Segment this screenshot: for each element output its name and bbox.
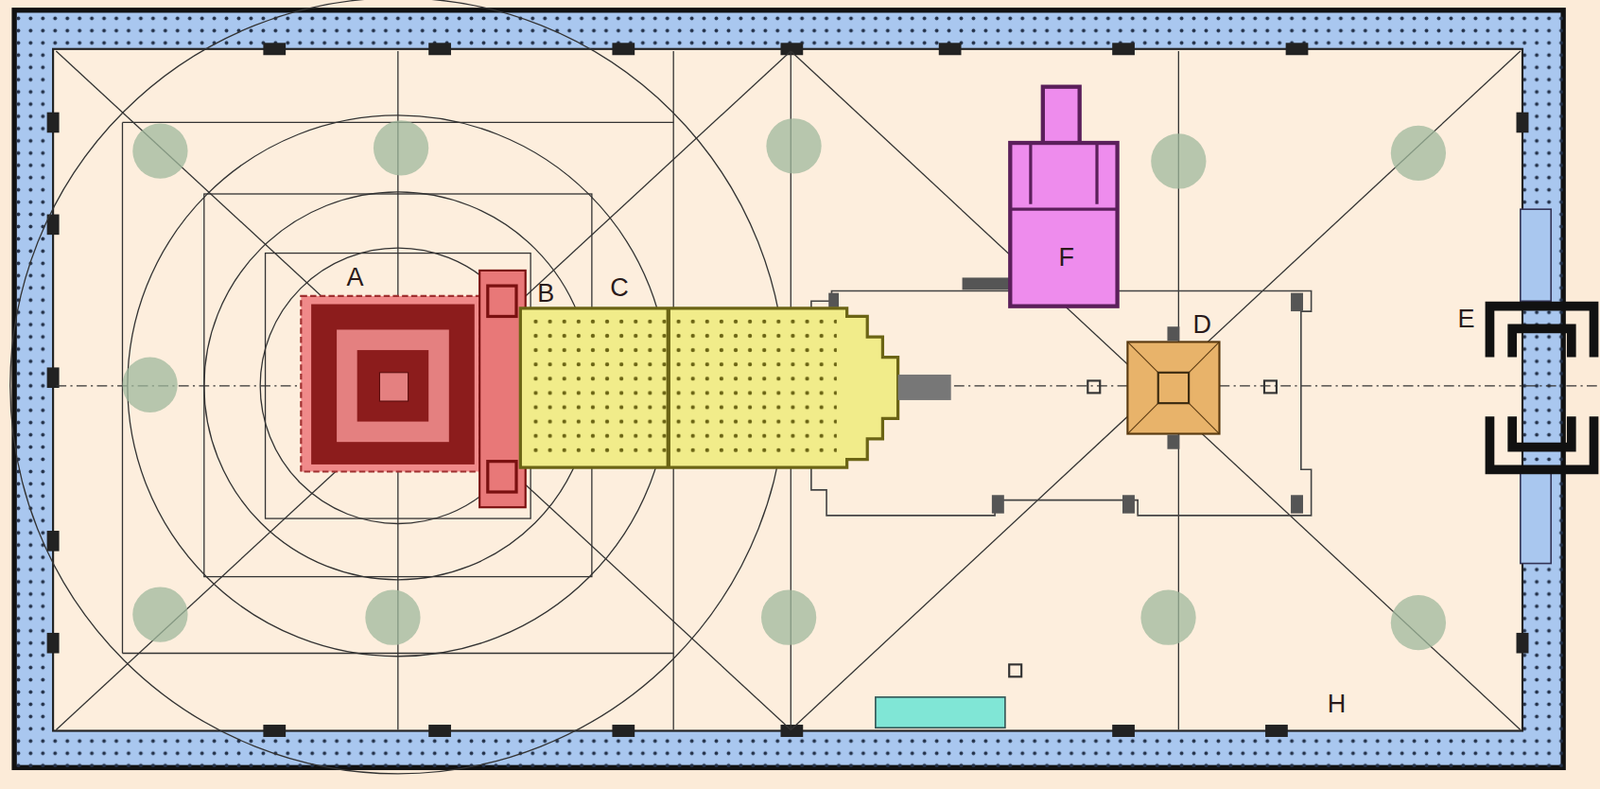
wall-notches	[47, 42, 1530, 737]
part-letter: A	[347, 264, 365, 291]
water-tank	[875, 696, 1006, 728]
enclosure-wall	[14, 10, 1564, 768]
porch	[479, 270, 526, 507]
part-letter: D	[1192, 312, 1212, 338]
gateway	[1489, 306, 1594, 470]
part-letter: H	[1327, 691, 1347, 717]
part-letter: B	[537, 279, 555, 306]
pavilion	[1127, 326, 1219, 449]
courtyard	[52, 49, 1523, 731]
pillar-marks	[121, 118, 1446, 650]
shrine	[1009, 86, 1117, 307]
sanctum	[300, 295, 480, 472]
construction-lines	[10, 0, 1600, 774]
part-letter: F	[1058, 243, 1075, 270]
part-letter: C	[609, 275, 629, 301]
pillared-hall	[520, 308, 951, 468]
part-letter: E	[1458, 305, 1476, 331]
